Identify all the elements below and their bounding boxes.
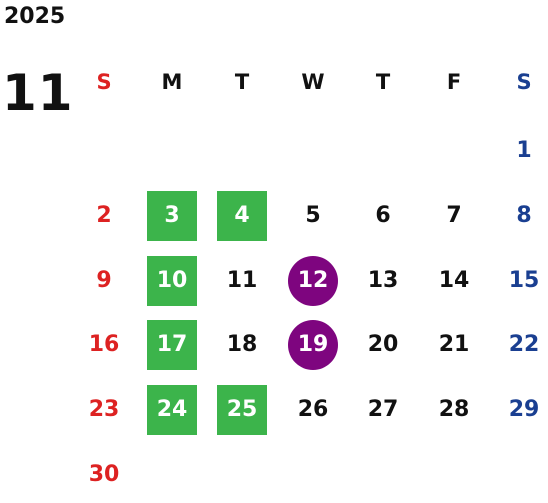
- day-cell-1[interactable]: 1: [516, 138, 532, 163]
- day-cell-20[interactable]: 20: [367, 332, 399, 357]
- day-cell-11[interactable]: 11: [226, 268, 258, 293]
- day-cell-2[interactable]: 2: [96, 203, 112, 228]
- day-cell-6[interactable]: 6: [375, 203, 391, 228]
- day-cell-4[interactable]: 4: [217, 191, 267, 241]
- day-cell-16[interactable]: 16: [88, 332, 120, 357]
- day-cell-28[interactable]: 28: [438, 397, 470, 422]
- weekday-thursday: T: [375, 70, 391, 94]
- day-cell-7[interactable]: 7: [446, 203, 462, 228]
- day-cell-13[interactable]: 13: [367, 268, 399, 293]
- day-cell-27[interactable]: 27: [367, 397, 399, 422]
- calendar-month: 11: [2, 64, 74, 122]
- weekday-monday: M: [161, 70, 183, 94]
- weekday-friday: F: [446, 70, 462, 94]
- day-cell-8[interactable]: 8: [516, 203, 532, 228]
- calendar-year: 2025: [4, 4, 66, 29]
- day-cell-24[interactable]: 24: [147, 385, 197, 435]
- weekday-tuesday: T: [234, 70, 250, 94]
- weekday-wednesday: W: [301, 70, 325, 94]
- day-cell-19[interactable]: 19: [288, 320, 338, 370]
- day-cell-26[interactable]: 26: [297, 397, 329, 422]
- day-cell-15[interactable]: 15: [508, 268, 540, 293]
- weekday-saturday: S: [516, 70, 532, 94]
- day-cell-25[interactable]: 25: [217, 385, 267, 435]
- day-cell-21[interactable]: 21: [438, 332, 470, 357]
- day-cell-14[interactable]: 14: [438, 268, 470, 293]
- day-cell-30[interactable]: 30: [88, 462, 120, 487]
- day-cell-23[interactable]: 23: [88, 397, 120, 422]
- day-cell-12[interactable]: 12: [288, 256, 338, 306]
- day-cell-5[interactable]: 5: [305, 203, 321, 228]
- day-cell-18[interactable]: 18: [226, 332, 258, 357]
- day-cell-10[interactable]: 10: [147, 256, 197, 306]
- weekday-sunday: S: [96, 70, 112, 94]
- day-cell-3[interactable]: 3: [147, 191, 197, 241]
- day-cell-17[interactable]: 17: [147, 320, 197, 370]
- day-cell-29[interactable]: 29: [508, 397, 540, 422]
- day-cell-9[interactable]: 9: [96, 268, 112, 293]
- day-cell-22[interactable]: 22: [508, 332, 540, 357]
